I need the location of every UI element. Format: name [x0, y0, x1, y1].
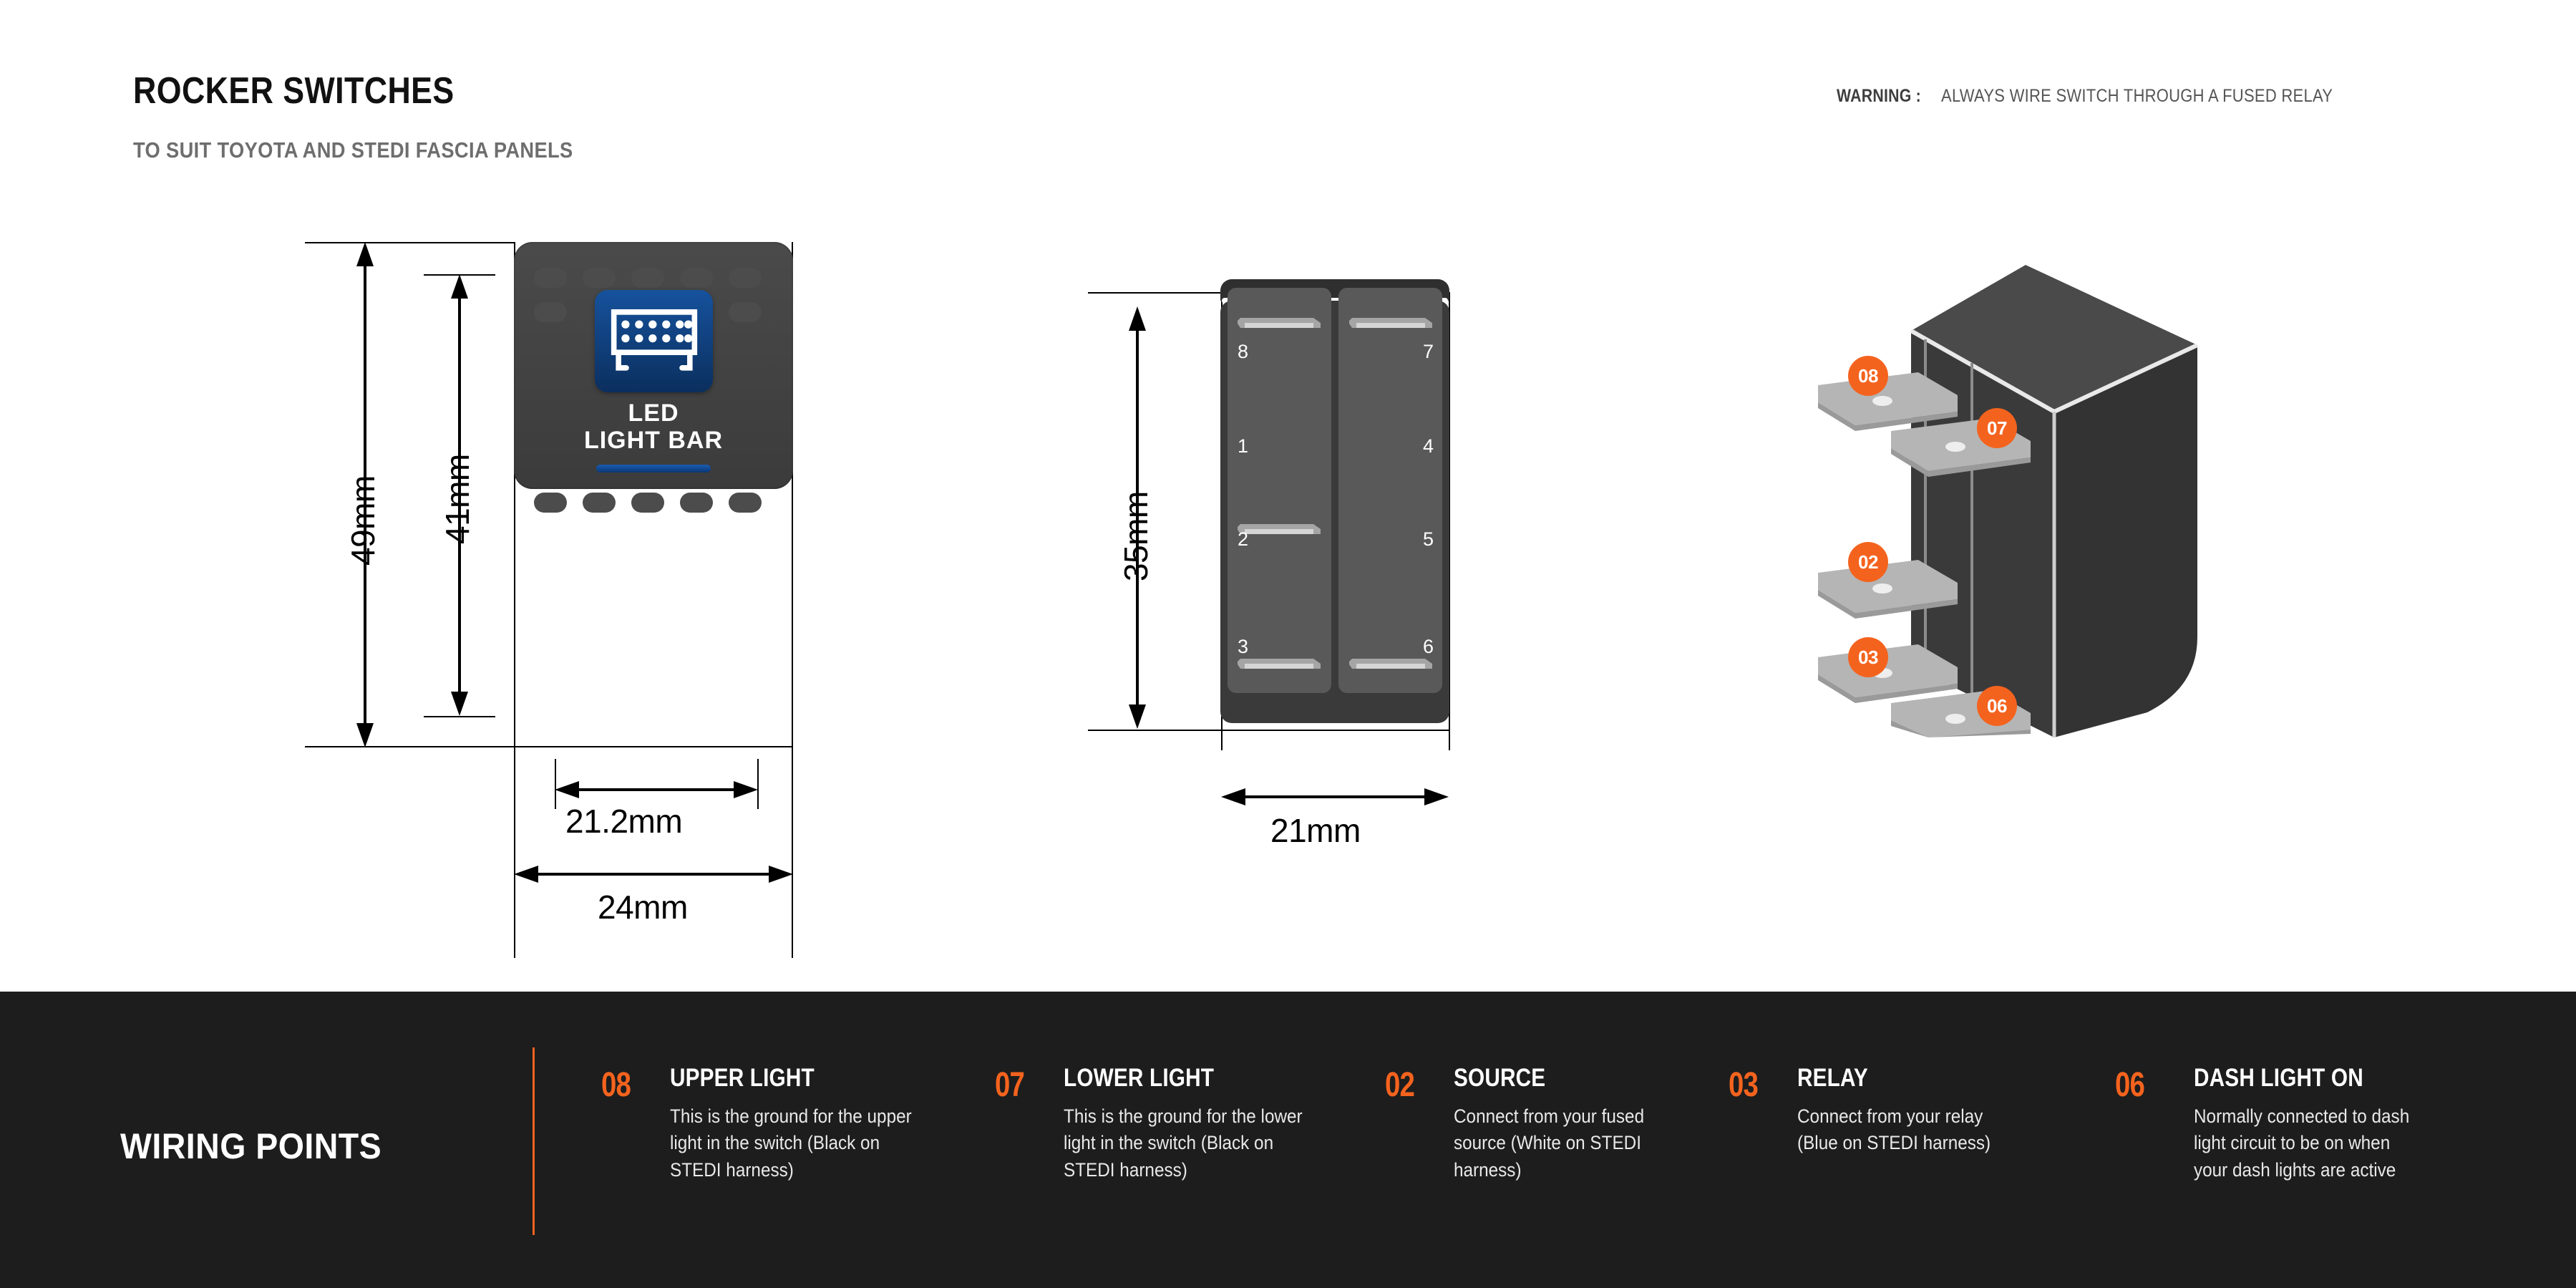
led-light-bar-icon — [595, 290, 713, 392]
dim-label-21mm: 21mm — [1270, 812, 1361, 849]
pin-number-4: 4 — [1423, 435, 1434, 457]
warning-text: ALWAYS WIRE SWITCH THROUGH A FUSED RELAY — [1941, 86, 2333, 106]
wiring-point-number: 07 — [995, 1066, 1025, 1104]
ext-tick-21-left — [555, 759, 556, 809]
wiring-point-desc: Connect from your relay (Blue on STEDI h… — [1797, 1105, 1991, 1154]
footer-title: WIRING POINTS — [120, 1126, 382, 1166]
warning-label: WARNING : — [1837, 86, 1922, 106]
dim-label-21-2mm: 21.2mm — [565, 803, 683, 840]
ext-line-right-vert — [792, 242, 793, 958]
switch-label-line2: LIGHT BAR — [583, 427, 724, 454]
rocker-switch-front[interactable]: LED LIGHT BAR — [514, 242, 793, 513]
badge-02[interactable]: 02 — [1848, 542, 1888, 582]
dim-arrow-24mm — [514, 866, 793, 883]
ext-line-41-bottom — [424, 716, 495, 717]
switch-label-line1: LED — [628, 400, 679, 427]
rear-half-left — [1228, 288, 1331, 693]
page-subtitle: TO SUIT TOYOTA AND STEDI FASCIA PANELS — [133, 137, 573, 163]
wiring-point-desc: This is the ground for the upper light i… — [670, 1105, 912, 1181]
iso-3d-view: 08 07 02 03 06 — [1811, 265, 2298, 737]
badge-07[interactable]: 07 — [1977, 408, 2017, 448]
dim-arrow-21-2mm — [555, 781, 758, 798]
wiring-point-number: 02 — [1385, 1066, 1415, 1104]
badge-08[interactable]: 08 — [1848, 356, 1888, 396]
wiring-point-desc: Normally connected to dash light circuit… — [2194, 1105, 2410, 1181]
rocker-switch-rear[interactable]: 8 1 2 3 7 4 5 6 — [1220, 279, 1449, 737]
wiring-point-name: DASH LIGHT ON — [2194, 1064, 2363, 1092]
warning-banner: WARNING : ALWAYS WIRE SWITCH THROUGH A FU… — [1837, 87, 2386, 105]
badge-03[interactable]: 03 — [1848, 637, 1888, 677]
ext-line-left-vert — [514, 242, 515, 958]
pin-number-7: 7 — [1423, 341, 1434, 362]
switch-indicator-bar — [596, 465, 711, 473]
dim-arrow-41mm — [451, 274, 468, 716]
switch-3d-body — [1818, 265, 2199, 737]
pin-number-5: 5 — [1423, 528, 1434, 550]
rear-ext-top — [1088, 292, 1223, 294]
pin-number-8: 8 — [1238, 341, 1249, 362]
wiring-point-number: 08 — [601, 1066, 631, 1104]
wiring-point-number: 03 — [1729, 1066, 1759, 1104]
footer-divider — [533, 1047, 535, 1235]
terminal-tab-6 — [1348, 656, 1434, 672]
ext-tick-21-right — [757, 759, 759, 809]
wiring-points-footer — [0, 992, 2576, 1288]
pin-number-2: 2 — [1238, 528, 1249, 550]
pin-number-6: 6 — [1423, 636, 1434, 657]
dim-arrow-49mm — [356, 242, 374, 747]
ext-line-baseline — [305, 746, 793, 747]
terminal-tab-7 — [1348, 315, 1434, 331]
wiring-point-name: RELAY — [1797, 1064, 1868, 1092]
rear-half-right — [1338, 288, 1442, 693]
dim-arrow-21mm — [1221, 788, 1449, 805]
ext-line-top — [305, 242, 515, 243]
terminal-tab-3 — [1236, 656, 1322, 672]
page-title: ROCKER SWITCHES — [133, 70, 455, 112]
badge-06[interactable]: 06 — [1977, 686, 2017, 726]
pin-number-1: 1 — [1238, 435, 1249, 457]
pin-number-3: 3 — [1238, 636, 1249, 657]
wiring-point-desc: This is the ground for the lower light i… — [1064, 1105, 1303, 1181]
rear-ext-right-vert — [1449, 292, 1450, 750]
dim-label-41mm: 41mm — [439, 454, 476, 544]
terminal-tab-8 — [1236, 315, 1322, 331]
dim-label-35mm: 35mm — [1117, 491, 1155, 581]
dim-label-49mm: 49mm — [344, 475, 381, 566]
wiring-point-desc: Connect from your fused source (White on… — [1454, 1105, 1645, 1181]
wiring-point-name: LOWER LIGHT — [1064, 1064, 1215, 1092]
rear-ext-baseline — [1088, 730, 1449, 731]
terminal-tab-2 — [1236, 521, 1322, 537]
wiring-point-name: SOURCE — [1454, 1064, 1546, 1092]
dim-label-24mm: 24mm — [598, 888, 688, 926]
dim-arrow-35mm — [1129, 306, 1146, 729]
wiring-point-number: 06 — [2115, 1066, 2145, 1104]
wiring-point-name: UPPER LIGHT — [670, 1064, 815, 1092]
